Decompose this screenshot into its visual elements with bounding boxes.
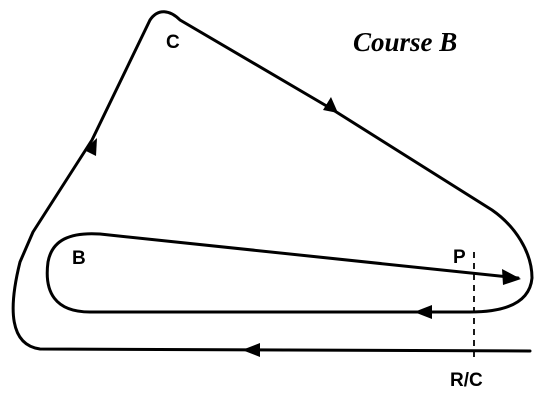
arrow-return-leg [414,305,432,319]
direction-arrows [84,97,521,357]
mark-c-label: C [166,32,180,53]
arrow-down-right-leg [323,97,338,113]
arrow-to-p [502,269,521,285]
mark-p-label: P [453,247,466,268]
outer-course-path [11,10,534,353]
course-title: Course B [353,27,457,57]
arrow-bottom-start [242,343,260,357]
arrow-up-left-leg [84,138,97,156]
rc-boat-label: R/C [450,370,483,391]
mark-b-label: B [72,248,86,269]
course-paths [11,10,534,353]
